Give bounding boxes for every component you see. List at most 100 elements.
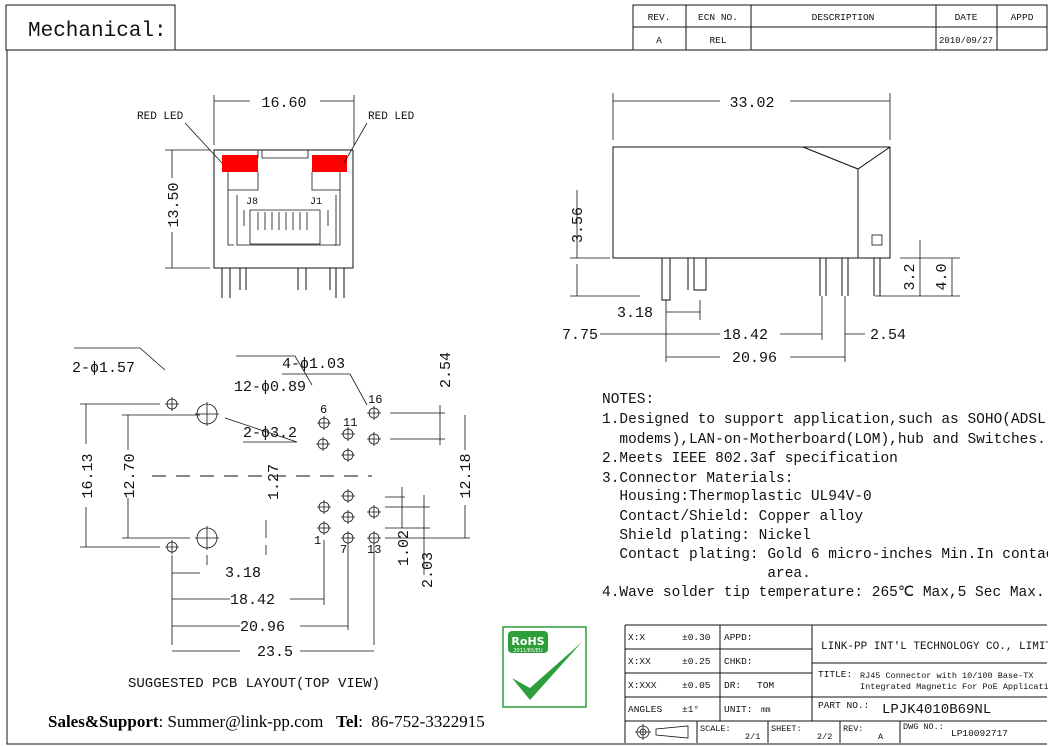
scale-label: SCALE: [700, 724, 731, 734]
dim-16-60: 16.60 [261, 95, 306, 112]
pcb-layout-caption: SUGGESTED PCB LAYOUT(TOP VIEW) [128, 676, 380, 692]
title-line-1: RJ45 Connector with 10/100 Base-TX [860, 671, 1033, 681]
dim-1-27: 1.27 [266, 464, 283, 500]
tol-value: ±0.05 [682, 680, 711, 691]
svg-text:RoHS: RoHS [511, 635, 544, 648]
front-view: J8 J1 RED LED RED LED 16.60 13.50 [137, 95, 415, 298]
note-line: 4.Wave solder tip temperature: 265℃ Max,… [602, 585, 1045, 601]
dim-7-75: 7.75 [562, 327, 598, 344]
revision-table: REV. ECN NO. DESCRIPTION DATE APPD A REL… [632, 4, 1048, 51]
appd-header: APPD [1011, 12, 1034, 23]
pin-label-j1: J1 [310, 197, 322, 208]
dim-18-42-pcb: 18.42 [230, 592, 275, 609]
dwg-no-label: DWG NO.: [903, 722, 944, 732]
tol-label: X:XX [628, 656, 651, 667]
hole-2-157-label: 2-ϕ1.57 [72, 360, 135, 377]
dim-13-50: 13.50 [166, 182, 183, 227]
part-no-value: LPJK4010B69NL [882, 702, 991, 718]
dr-label: DR: [724, 680, 741, 691]
note-line: Contact plating: Gold 6 micro-inches Min… [602, 547, 1048, 563]
tol-label: X:XXX [628, 680, 657, 691]
note-line: modems),LAN-on-Motherboard(LOM),hub and … [602, 432, 1046, 448]
pin-label: 11 [343, 416, 357, 430]
rohs-logo: RoHS 2011/65/EU [502, 626, 587, 708]
date-header: DATE [955, 12, 978, 23]
dim-3-56: 3.56 [570, 207, 587, 243]
tel-value: : 86-752-3322915 [358, 712, 485, 731]
dim-12-18: 12.18 [458, 453, 475, 498]
sales-label: Sales&Support [48, 712, 159, 731]
dwg-no-value: LP10092717 [951, 728, 1008, 739]
note-line: Housing:Thermoplastic UL94V-0 [602, 489, 872, 505]
ecn-value: REL [709, 35, 726, 46]
date-value: 2010/09/27 [939, 36, 993, 46]
dim-2-03: 2.03 [420, 552, 437, 588]
hole-12-089-label: 12-ϕ0.89 [234, 379, 306, 396]
dim-16-13: 16.13 [80, 453, 97, 498]
dim-33-02: 33.02 [729, 95, 774, 112]
tol-value: ±0.25 [682, 656, 711, 667]
note-line: Shield plating: Nickel [602, 528, 811, 544]
red-led-right [312, 155, 347, 172]
side-view: 33.02 3.56 3.2 4.0 3.18 7.75 18.42 2.54 … [562, 93, 960, 367]
unit-value: mm [761, 706, 771, 715]
rev-header: REV. [648, 12, 671, 23]
hole-2-32-label: 2-ϕ3.2 [243, 425, 297, 442]
company-name: LINK-PP INT'L TECHNOLOGY CO., LIMITED [821, 641, 1048, 653]
contact-footer: Sales&Support: Summer@link-pp.com Tel: 8… [48, 712, 485, 732]
red-led-left [222, 155, 258, 172]
description-header: DESCRIPTION [812, 12, 875, 23]
tol-value: ±1° [682, 704, 699, 715]
note-line: Contact/Shield: Copper alloy [602, 509, 863, 525]
dim-4-0: 4.0 [934, 263, 951, 290]
dim-12-70: 12.70 [122, 453, 139, 498]
pcb-layout: 2-ϕ1.57 4-ϕ1.03 12-ϕ0.89 2-ϕ3.2 16.13 12… [72, 347, 475, 692]
note-line: area. [602, 566, 811, 582]
dim-1-02: 1.02 [396, 530, 413, 566]
ecn-header: ECN NO. [698, 12, 738, 23]
dim-2-54-side: 2.54 [870, 327, 906, 344]
tol-label: ANGLES [628, 704, 663, 715]
note-line: 3.Connector Materials: [602, 471, 793, 487]
tel-label: Tel [336, 712, 359, 731]
sheet-label: SHEET: [771, 724, 802, 734]
rev-label: REV: [843, 724, 863, 734]
svg-text:2011/65/EU: 2011/65/EU [513, 648, 543, 654]
dim-20-96-side: 20.96 [732, 350, 777, 367]
tol-label: X:X [628, 632, 645, 643]
hole-4-103-label: 4-ϕ1.03 [282, 356, 345, 373]
red-led-left-label: RED LED [137, 111, 184, 123]
dim-18-42-side: 18.42 [723, 327, 768, 344]
appd-label: APPD: [724, 632, 753, 643]
title-block: X:X ±0.30 X:XX ±0.25 X:XXX ±0.05 ANGLES … [624, 624, 1048, 743]
dim-2-54-pcb: 2.54 [438, 352, 455, 388]
pin-label: 1 [314, 534, 321, 548]
part-no-label: PART NO.: [818, 700, 869, 711]
note-line: 1.Designed to support application,such a… [602, 412, 1046, 428]
dim-3-18-pcb: 3.18 [225, 565, 261, 582]
sales-email: : Summer@link-pp.com [158, 712, 324, 731]
title-line-2: Integrated Magnetic For PoE Application [860, 682, 1048, 692]
notes-heading: NOTES: [602, 392, 654, 408]
sheet-value: 2/2 [817, 732, 832, 742]
notes: NOTES: 1.Designed to support application… [602, 392, 1048, 601]
tol-value: ±0.30 [682, 632, 711, 643]
pin-label-j8: J8 [246, 197, 258, 208]
scale-value: 2/1 [745, 732, 760, 742]
title-label: TITLE: [818, 669, 852, 680]
projection-symbol-icon [635, 724, 689, 740]
rev-value: A [656, 35, 662, 46]
page-title: Mechanical: [28, 20, 167, 43]
note-line: 2.Meets IEEE 802.3af specification [602, 451, 898, 467]
dim-3-2: 3.2 [902, 263, 919, 290]
chkd-label: CHKD: [724, 656, 753, 667]
pin-label: 16 [368, 393, 382, 407]
dr-value: TOM [757, 680, 774, 691]
rev-value: A [878, 732, 884, 742]
dim-3-18-side: 3.18 [617, 305, 653, 322]
pin-label: 7 [340, 543, 347, 557]
red-led-right-label: RED LED [368, 111, 415, 123]
pin-label: 13 [367, 543, 381, 557]
dim-20-96-pcb: 20.96 [240, 619, 285, 636]
dim-23-5: 23.5 [257, 644, 293, 661]
